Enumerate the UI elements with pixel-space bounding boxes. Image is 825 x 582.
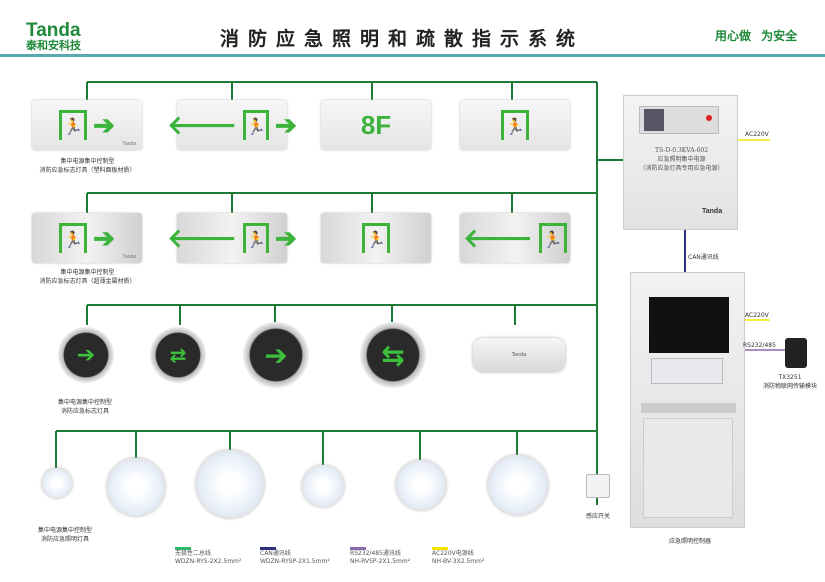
small-downlight: [42, 468, 72, 498]
header-divider: [0, 54, 825, 57]
metal-exit-sign: 🏃: [321, 213, 431, 263]
row2-label: 集中电源集中控制型消防应急标志灯具（超薄金属材质）: [39, 269, 136, 285]
twin-head-emergency-light: Tanda: [473, 338, 565, 372]
logo-cn: 泰和安科技: [26, 39, 81, 52]
power-ac-label: AC220V: [745, 131, 769, 138]
spotlight-medium: [396, 460, 446, 510]
iot-module: [785, 338, 807, 368]
row1-label: 集中电源集中控制型消防应急标志灯具（塑料面板材质）: [39, 158, 136, 174]
ceiling-light-medium: [107, 458, 165, 516]
spotlight-large: [488, 455, 548, 515]
floor-sign: 8F: [321, 100, 431, 150]
round-sign-bidirectional: ⇄: [150, 327, 206, 383]
emergency-lighting-controller: [630, 272, 745, 528]
metal-exit-sign-right: 🏃➔Tanda: [32, 213, 142, 263]
controller-label: 应急照明控制器: [668, 538, 711, 545]
slogan: 用心做 为安全: [715, 29, 798, 43]
switch-label: 感应开关: [585, 513, 610, 520]
ceiling-light-large: [196, 450, 264, 518]
round-sign-right: ➔: [58, 327, 114, 383]
row3-label: 集中电源集中控制型消防应急标志灯具: [57, 399, 112, 415]
page-title: 消防应急照明和疏散指示系统: [220, 28, 585, 50]
spotlight-small: [302, 465, 344, 507]
logo: Tanda: [26, 20, 81, 41]
can-label: CAN通讯线: [688, 254, 719, 261]
row4-label: 集中电源集中控制型消防应急照明灯具: [37, 527, 92, 543]
rs-label: RS232/485: [743, 342, 776, 349]
exit-sign: 🏃: [460, 100, 570, 150]
large-round-sign-bidirectional: ⇆: [360, 322, 426, 388]
exit-sign-right: 🏃➔Tanda: [32, 100, 142, 150]
large-round-sign-right: ➔: [243, 322, 309, 388]
exit-sign-left-right: 🡐🏃➔: [167, 100, 297, 150]
controller-ac-label: AC220V: [745, 312, 769, 319]
metal-exit-sign-left-right: 🡐🏃➔: [167, 213, 297, 263]
metal-exit-sign-left: 🡐🏃: [460, 213, 570, 263]
motion-sensor-switch: [586, 474, 610, 498]
